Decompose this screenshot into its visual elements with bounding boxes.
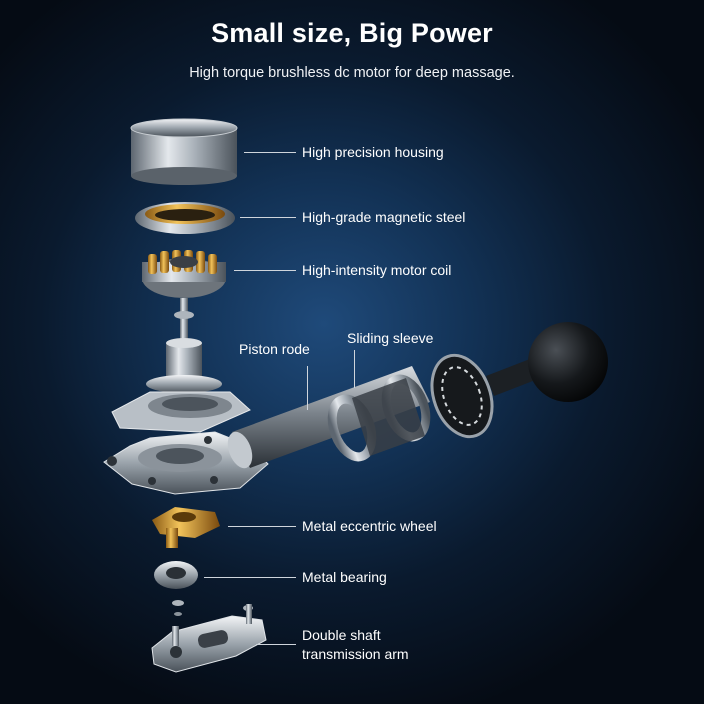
transmission-arm-part — [151, 604, 267, 673]
page-title: Small size, Big Power — [211, 18, 493, 48]
eccentric-wheel-label: Metal eccentric wheel — [302, 518, 437, 534]
bearing-leader-line — [204, 577, 296, 578]
piston-rode-leader-line — [307, 366, 308, 410]
metal-bearing-part — [154, 561, 198, 589]
bearing-cage-part — [430, 353, 494, 439]
sliding-sleeve-leader-line — [354, 350, 355, 388]
magnetic-steel-part — [135, 202, 235, 234]
transmission-arm-label-line2: transmission arm — [302, 646, 409, 662]
motor-coil-part — [142, 250, 226, 298]
transmission-arm-label-line1: Double shaft — [302, 627, 381, 643]
sliding-sleeve-part — [327, 374, 431, 462]
sliding-sleeve-label: Sliding sleeve — [347, 330, 434, 346]
base-plate-part — [111, 391, 251, 433]
motor-coil-leader-line — [234, 270, 296, 271]
shaft-part — [146, 298, 222, 393]
gear-housing-part — [103, 431, 269, 495]
bearing-label: Metal bearing — [302, 569, 387, 585]
page-subtitle: High torque brushless dc motor for deep … — [189, 65, 515, 81]
magnetic-steel-leader-line — [240, 217, 296, 218]
transmission-arm-leader-line — [256, 644, 296, 645]
eccentric-wheel-leader-line — [228, 526, 296, 527]
motor-coil-label: High-intensity motor coil — [302, 262, 452, 278]
housing-leader-line — [244, 152, 296, 153]
magnetic-steel-label: High-grade magnetic steel — [302, 209, 466, 225]
washer-parts — [172, 600, 253, 616]
eccentric-wheel-part — [152, 507, 220, 548]
massage-head-part — [486, 322, 608, 402]
housing-part — [130, 118, 238, 185]
housing-label: High precision housing — [302, 144, 444, 160]
piston-rode-label: Piston rode — [239, 341, 310, 357]
